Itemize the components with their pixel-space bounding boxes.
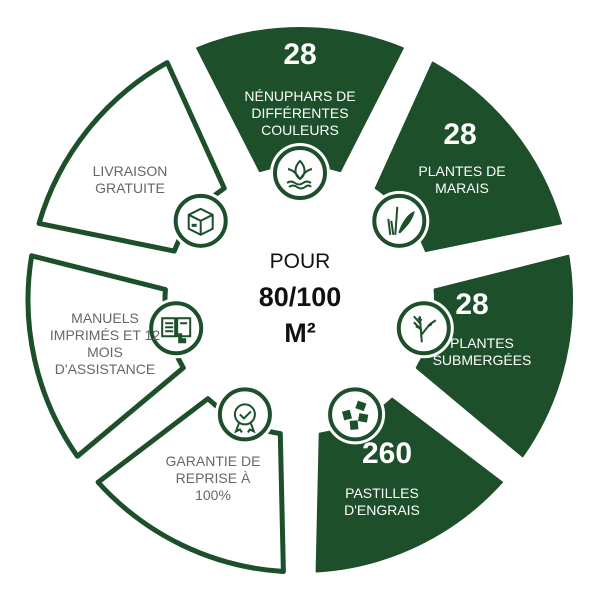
icon-ring xyxy=(372,193,427,248)
segment-label: Plantes de marais xyxy=(418,163,506,196)
segment-label: Manuels imprimés et 12 mois d'assistance xyxy=(49,310,161,377)
submerged-plant-icon xyxy=(413,315,437,343)
lotus-icon xyxy=(286,159,313,190)
marsh-plant-icon xyxy=(387,206,415,235)
icon-ring xyxy=(273,146,327,200)
center-value: 80/100 xyxy=(258,282,342,312)
fertilizer-tablets-icon xyxy=(341,400,369,430)
segment-label: Livraison gratuite xyxy=(92,163,168,196)
segment-number: 260 xyxy=(361,437,413,470)
manual-book-icon xyxy=(161,317,192,344)
segment-number: 28 xyxy=(283,38,317,71)
segment-number: 28 xyxy=(455,288,489,321)
segment-label: Garantie de reprise à 100% xyxy=(165,453,261,503)
icon-ring xyxy=(328,387,383,442)
icon-ring xyxy=(396,301,451,356)
center-unit: M² xyxy=(284,318,316,348)
guarantee-badge-icon xyxy=(233,403,256,434)
segment-label: Pastilles d'engrais xyxy=(344,485,420,518)
delivery-box-icon xyxy=(187,207,214,236)
icon-ring xyxy=(217,387,272,442)
segment-label: Plantes submergées xyxy=(432,335,532,368)
segment-label: Nénuphars de différentes couleurs xyxy=(244,88,356,138)
segment-number: 28 xyxy=(443,118,477,151)
center-label: POUR xyxy=(269,250,331,273)
